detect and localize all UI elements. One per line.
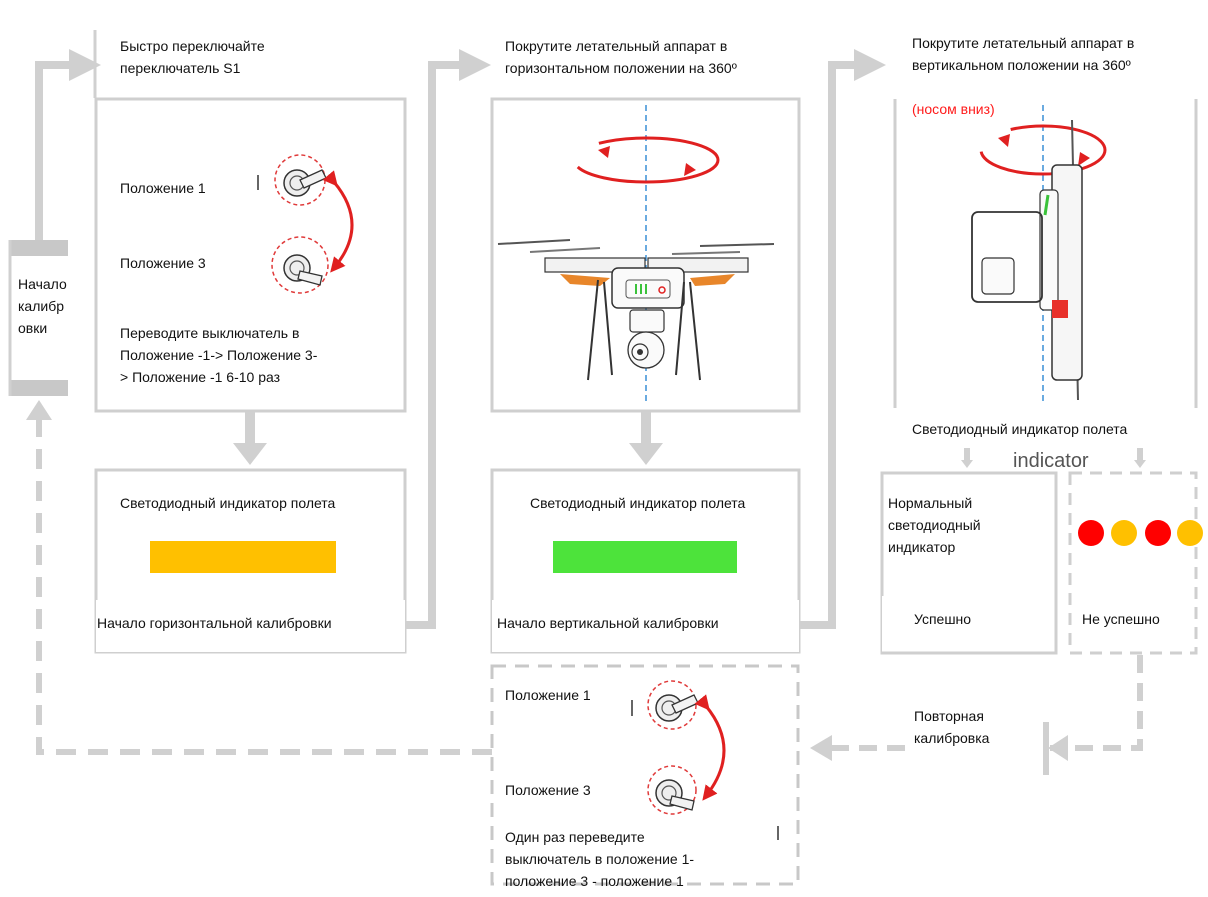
- step3-ghost-text: indicator: [1013, 450, 1089, 472]
- step1-led-bar: [150, 541, 336, 573]
- drone-vertical-illustration: [971, 105, 1107, 405]
- step2-led-title: Светодиодный индикатор полета: [530, 495, 746, 511]
- recal-pos3-label: Положение 3: [505, 782, 591, 798]
- start-label: Начало калибр овки: [18, 276, 67, 336]
- step3-result-boxes: [880, 471, 1198, 655]
- recal-dashed-path: [810, 655, 1143, 775]
- recal-instruction: Один раз переведите выключатель в положе…: [505, 829, 695, 889]
- step1-title: Быстро переключайте переключатель S1: [120, 38, 265, 76]
- fail-dot-3: [1145, 520, 1171, 546]
- fail-dot-4: [1177, 520, 1203, 546]
- step1-instruction: Переводите выключатель в Положение -1-> …: [120, 325, 318, 385]
- start-block: [8, 240, 68, 396]
- switch-toggle-arrow: [322, 170, 354, 273]
- arrow-step2-to-step3: [800, 49, 886, 629]
- fail-dot-1: [1078, 520, 1104, 546]
- arrow-step3-down: [961, 448, 1146, 468]
- step3-led-title: Светодиодный индикатор полета: [912, 421, 1128, 437]
- step1-pos3-label: Положение 3: [120, 255, 206, 271]
- step3-normal-label: Нормальный светодиодный индикатор: [888, 495, 981, 555]
- switch-pos3-icon: [271, 236, 329, 294]
- return-dashed-path: [26, 400, 492, 755]
- step1-frame: [93, 30, 407, 654]
- recal-pos1-label: Положение 1: [505, 687, 591, 703]
- recal-label: Повторная калибровка: [914, 708, 990, 746]
- drone-horizontal-illustration: [497, 105, 775, 405]
- step1-led-title: Светодиодный индикатор полета: [120, 495, 336, 511]
- step1-pos1-label: Положение 1: [120, 180, 206, 196]
- recal-switch-pos1-icon: [631, 680, 699, 730]
- recal-toggle-arrow: [694, 694, 726, 801]
- arrow-step2-down: [629, 412, 663, 465]
- arrow-step1-down: [233, 412, 267, 465]
- step3-frame: [893, 99, 1198, 408]
- arrow-start-to-step1: [35, 49, 101, 240]
- step2-frame: [490, 97, 801, 654]
- step3-title-red: (носом вниз): [912, 101, 995, 117]
- step3-title-block: Покрутите летательный аппарат в вертикал…: [912, 10, 1134, 120]
- step2-footer: Начало вертикальной калибровки: [497, 615, 719, 631]
- step1-footer: Начало горизонтальной калибровки: [97, 615, 332, 631]
- step3-title: Покрутите летательный аппарат в вертикал…: [912, 35, 1135, 73]
- step2-title: Покрутите летательный аппарат в горизонт…: [505, 38, 737, 76]
- switch-pos1-icon: [257, 154, 327, 206]
- recal-box: [490, 664, 800, 886]
- step3-fail: Не успешно: [1082, 611, 1160, 627]
- step3-success: Успешно: [914, 611, 972, 627]
- fail-dot-2: [1111, 520, 1137, 546]
- fail-led-dots: [1078, 520, 1203, 546]
- arrow-step1-to-step2: [405, 49, 491, 629]
- step2-led-bar: [553, 541, 737, 573]
